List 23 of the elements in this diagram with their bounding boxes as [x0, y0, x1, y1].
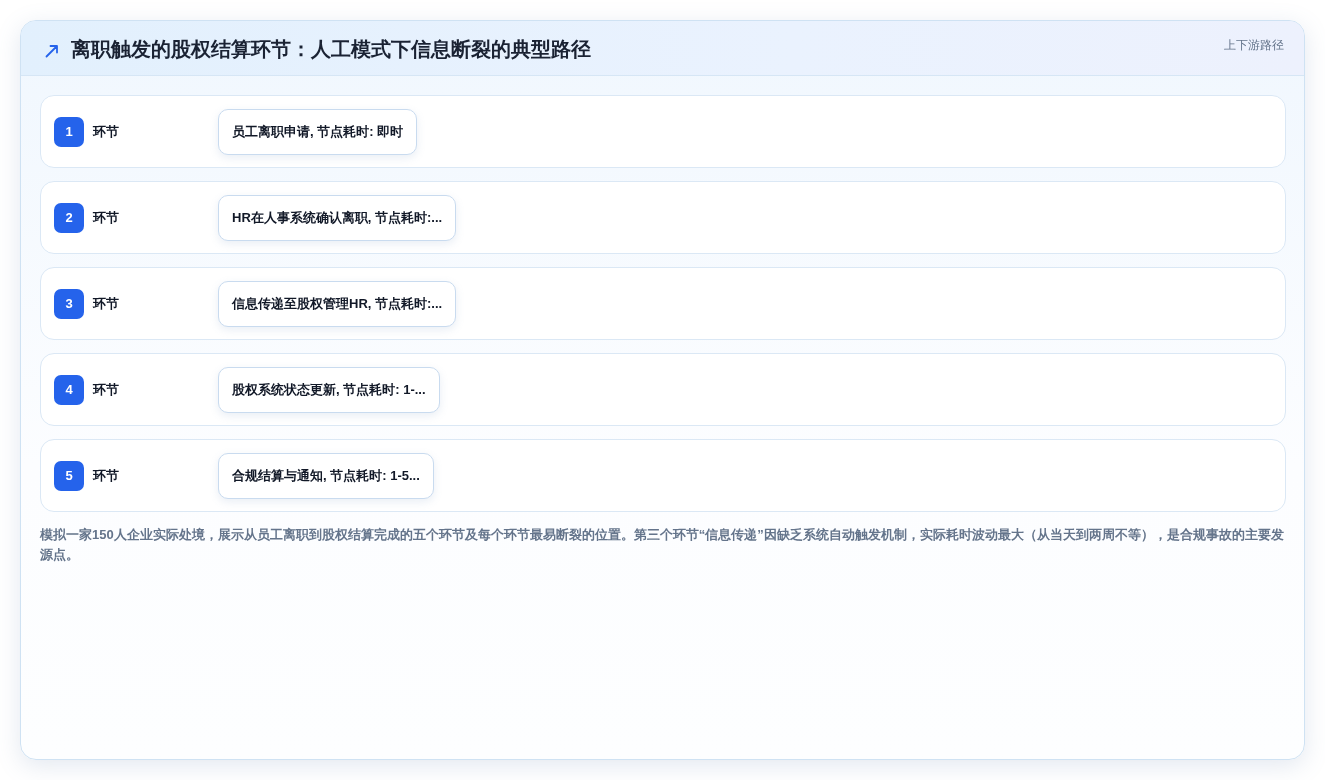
step-row: [40, 353, 1286, 426]
step-number: 5: [54, 460, 84, 491]
step-label: 环节: [93, 122, 120, 141]
step-row: [40, 181, 1286, 254]
diagram-title: 离职触发的股权结算环节：人工模式下信息断裂的典型路径: [71, 37, 591, 62]
step-number: 4: [54, 374, 84, 405]
step-row: [40, 439, 1286, 512]
step-row: [40, 95, 1286, 168]
step-label: 环节: [93, 466, 120, 485]
caption: 模拟一家150人企业实际处境，展示从员工离职到股权结算完成的五个环节及每个环节最易断裂的位置。第三个环节“信息传递”因缺乏系统自动触发机制，实际耗时波动最大（从当天到两周不等），是合规事故的主要发源点。: [40, 526, 1285, 564]
step-label: 环节: [93, 380, 120, 399]
step-description: 信息传递至股权管理HR, 节点耗时:...: [218, 280, 457, 327]
step-label: 环节: [93, 294, 120, 313]
step-description: 员工离职申请, 节点耗时: 即时: [218, 108, 418, 155]
step-row: [40, 267, 1286, 340]
step-description: HR在人事系统确认离职, 节点耗时:...: [218, 194, 457, 241]
step-label: 环节: [93, 208, 120, 227]
step-number: 1: [54, 116, 84, 147]
step-description: 股权系统状态更新, 节点耗时: 1-...: [218, 366, 440, 413]
step-number: 2: [54, 202, 84, 233]
section-tag: 上下游路径: [1224, 37, 1284, 53]
step-number: 3: [54, 288, 84, 319]
step-description: 合规结算与通知, 节点耗时: 1-5...: [218, 452, 434, 499]
